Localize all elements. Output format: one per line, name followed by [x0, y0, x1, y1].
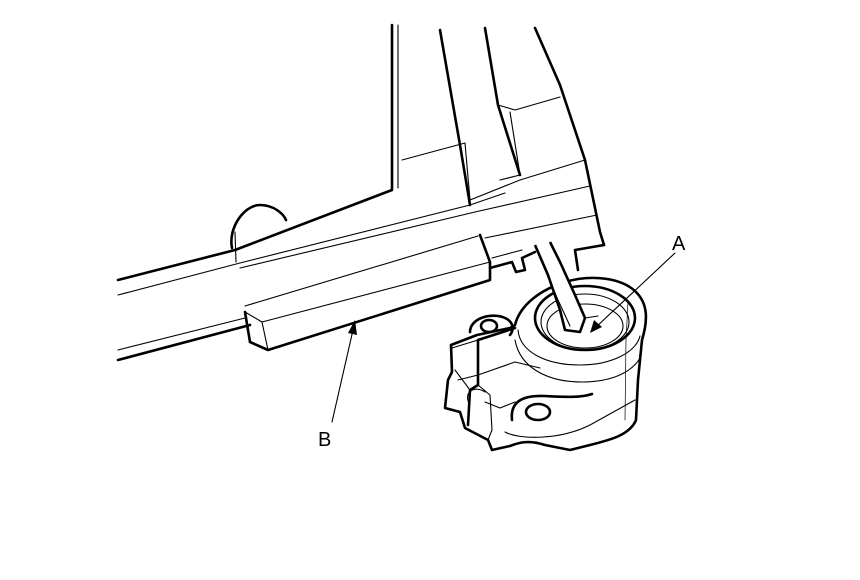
rib-outline — [243, 233, 492, 352]
leader-line-a — [594, 252, 676, 329]
clip-mount-hole — [479, 318, 499, 334]
clip-face-e — [454, 369, 471, 391]
frame-boss — [230, 203, 288, 250]
rib-end-line — [261, 321, 269, 351]
clip-latch-slot — [467, 388, 486, 406]
clip-bore — [546, 303, 624, 349]
frame-post-left — [438, 28, 472, 207]
frame-structure — [116, 23, 606, 362]
leader-line-b — [331, 329, 354, 423]
frame-step-c — [499, 111, 521, 181]
frame-block-line — [484, 214, 598, 239]
clip-lower-hole — [524, 402, 552, 422]
clip-collar-step — [514, 339, 641, 383]
frame-rail-bottom-edge — [116, 323, 252, 362]
frame-post-right — [533, 26, 606, 247]
frame-block-edge — [589, 185, 598, 216]
clip-collar-base — [517, 329, 641, 366]
frame-boss-edge — [234, 231, 237, 263]
clip-body-outline — [443, 276, 648, 452]
clip-face-top — [476, 326, 517, 342]
clip-lower-line — [504, 399, 636, 438]
frame-block-corner — [573, 243, 606, 272]
frame-rail-line-2 — [239, 185, 591, 269]
callout-a-group: A — [590, 233, 686, 333]
frame-rail-bottom-line — [117, 317, 246, 351]
clip-tab-line — [539, 257, 571, 327]
clip-face-b — [477, 361, 541, 376]
clip-housing — [443, 241, 648, 452]
clip-side-line — [624, 301, 629, 421]
clip-latch-edge — [484, 401, 516, 409]
frame-step-b — [497, 96, 561, 111]
clip-collar-inner — [540, 293, 630, 351]
rib-connector-line — [491, 249, 523, 259]
callout-label-a: A — [672, 233, 686, 255]
arrow-head-b — [348, 320, 357, 335]
clip-tab-tip — [584, 315, 599, 319]
frame-step-a — [401, 142, 471, 201]
rib-part-b — [243, 233, 537, 352]
arrow-head-a — [590, 320, 602, 333]
clip-lower-boss — [510, 392, 594, 422]
clip-face-a — [451, 339, 479, 381]
callout-label-b: B — [318, 429, 331, 451]
rib-connector — [488, 250, 537, 274]
frame-post-mid — [483, 26, 522, 177]
callout-b-group: B — [318, 320, 357, 451]
rib-upper-line — [244, 235, 479, 307]
frame-rail-top-edge — [116, 23, 394, 282]
frame-step-d — [469, 159, 586, 201]
frame-rail-line-1 — [117, 192, 506, 296]
clip-face-c — [466, 338, 480, 427]
clip-face-d — [477, 384, 493, 441]
